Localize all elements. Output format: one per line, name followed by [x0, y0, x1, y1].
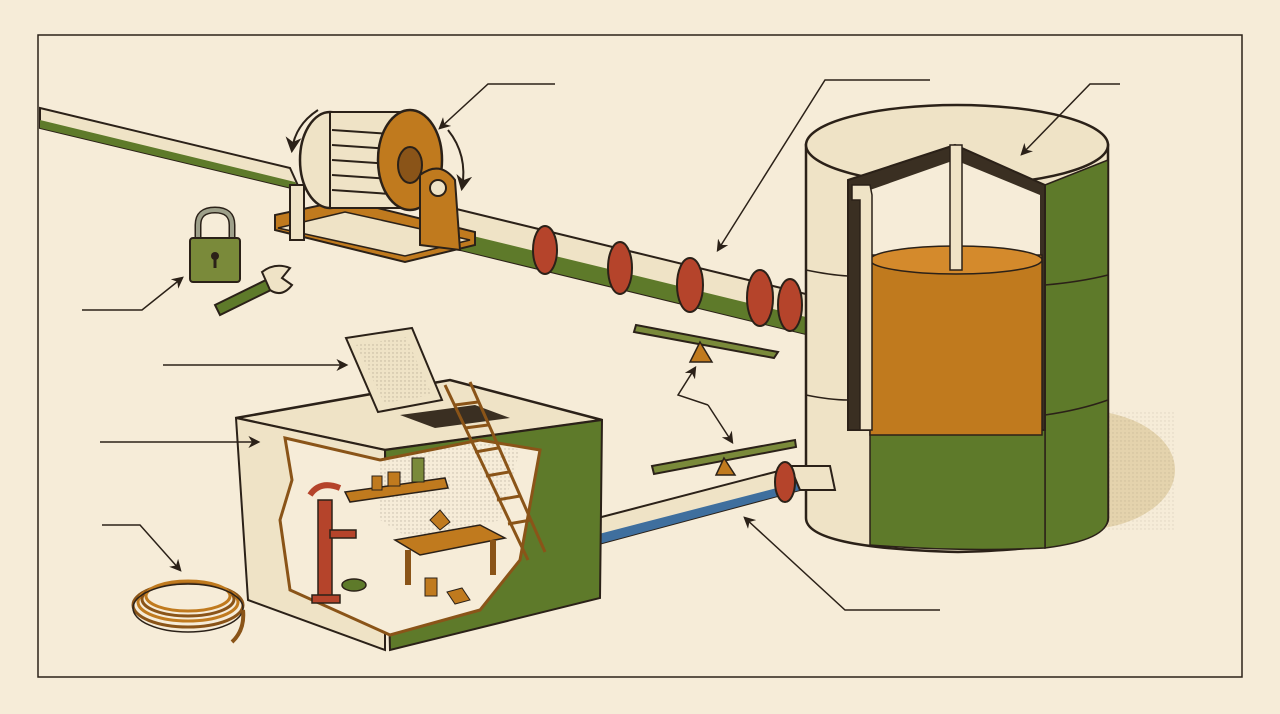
pump-handle	[307, 482, 342, 497]
callout-pipeline	[716, 79, 930, 253]
callout-reel	[438, 83, 555, 130]
floor-bucket	[341, 578, 367, 592]
callout-hose	[102, 524, 182, 572]
pump-house-cutaway	[234, 326, 604, 652]
tank-band-2	[1044, 274, 1109, 286]
lever-upper	[632, 323, 780, 363]
tank-band-1	[805, 269, 849, 277]
flange-3	[676, 257, 704, 313]
flange-1	[532, 225, 558, 275]
workbench	[392, 509, 508, 585]
callout-lever-up	[676, 365, 709, 406]
lever-lower	[650, 438, 798, 476]
tank-dip-pipe	[949, 144, 963, 271]
lever-upper-fulcrum	[688, 340, 714, 363]
tank-band-4	[1044, 399, 1109, 416]
hand-pump	[307, 482, 357, 604]
ladder	[443, 381, 547, 561]
pump-column	[317, 499, 333, 601]
reel-hub	[397, 146, 423, 184]
tank-inlet-pipe	[851, 184, 873, 431]
pipe-body-upper-shade	[40, 120, 300, 190]
shelf	[343, 457, 449, 503]
callout-lines	[82, 79, 1120, 611]
storage-tank-cutaway	[804, 103, 1175, 554]
pump-spout	[329, 529, 357, 539]
outlet-pipe	[588, 461, 837, 547]
frame-border	[37, 34, 1243, 678]
winch-frame-left	[289, 184, 305, 241]
flanged-pipeline	[39, 106, 811, 337]
tank-green-right	[1044, 158, 1109, 549]
callout-lever-down	[707, 404, 734, 445]
flange-4	[746, 269, 774, 327]
rotation-arrow-left	[285, 109, 319, 154]
outlet-pipe-stub	[788, 465, 837, 491]
outlet-flange	[774, 461, 796, 503]
wrench-head	[260, 264, 294, 295]
flange-2	[607, 241, 633, 295]
callout-padlock	[82, 276, 184, 311]
lever-lower-fulcrum	[714, 456, 737, 476]
coiled-hose	[131, 579, 246, 644]
winch-axle	[429, 179, 447, 197]
wrench-handle	[213, 276, 277, 317]
outlet-pipe-blue	[595, 482, 800, 545]
tank-liquid	[869, 254, 1043, 436]
callout-outlet	[743, 516, 940, 611]
padlock	[189, 206, 241, 283]
tank-green-bottom	[869, 429, 1046, 551]
cable-reel-winch	[274, 108, 476, 264]
tank-band-3	[805, 394, 849, 401]
padlock-keyhole	[211, 252, 219, 260]
flange-5	[777, 278, 803, 332]
callout-tank	[1020, 83, 1120, 156]
wrench	[213, 264, 294, 317]
rotation-arrow-right	[447, 129, 473, 192]
pump-base	[311, 594, 341, 604]
